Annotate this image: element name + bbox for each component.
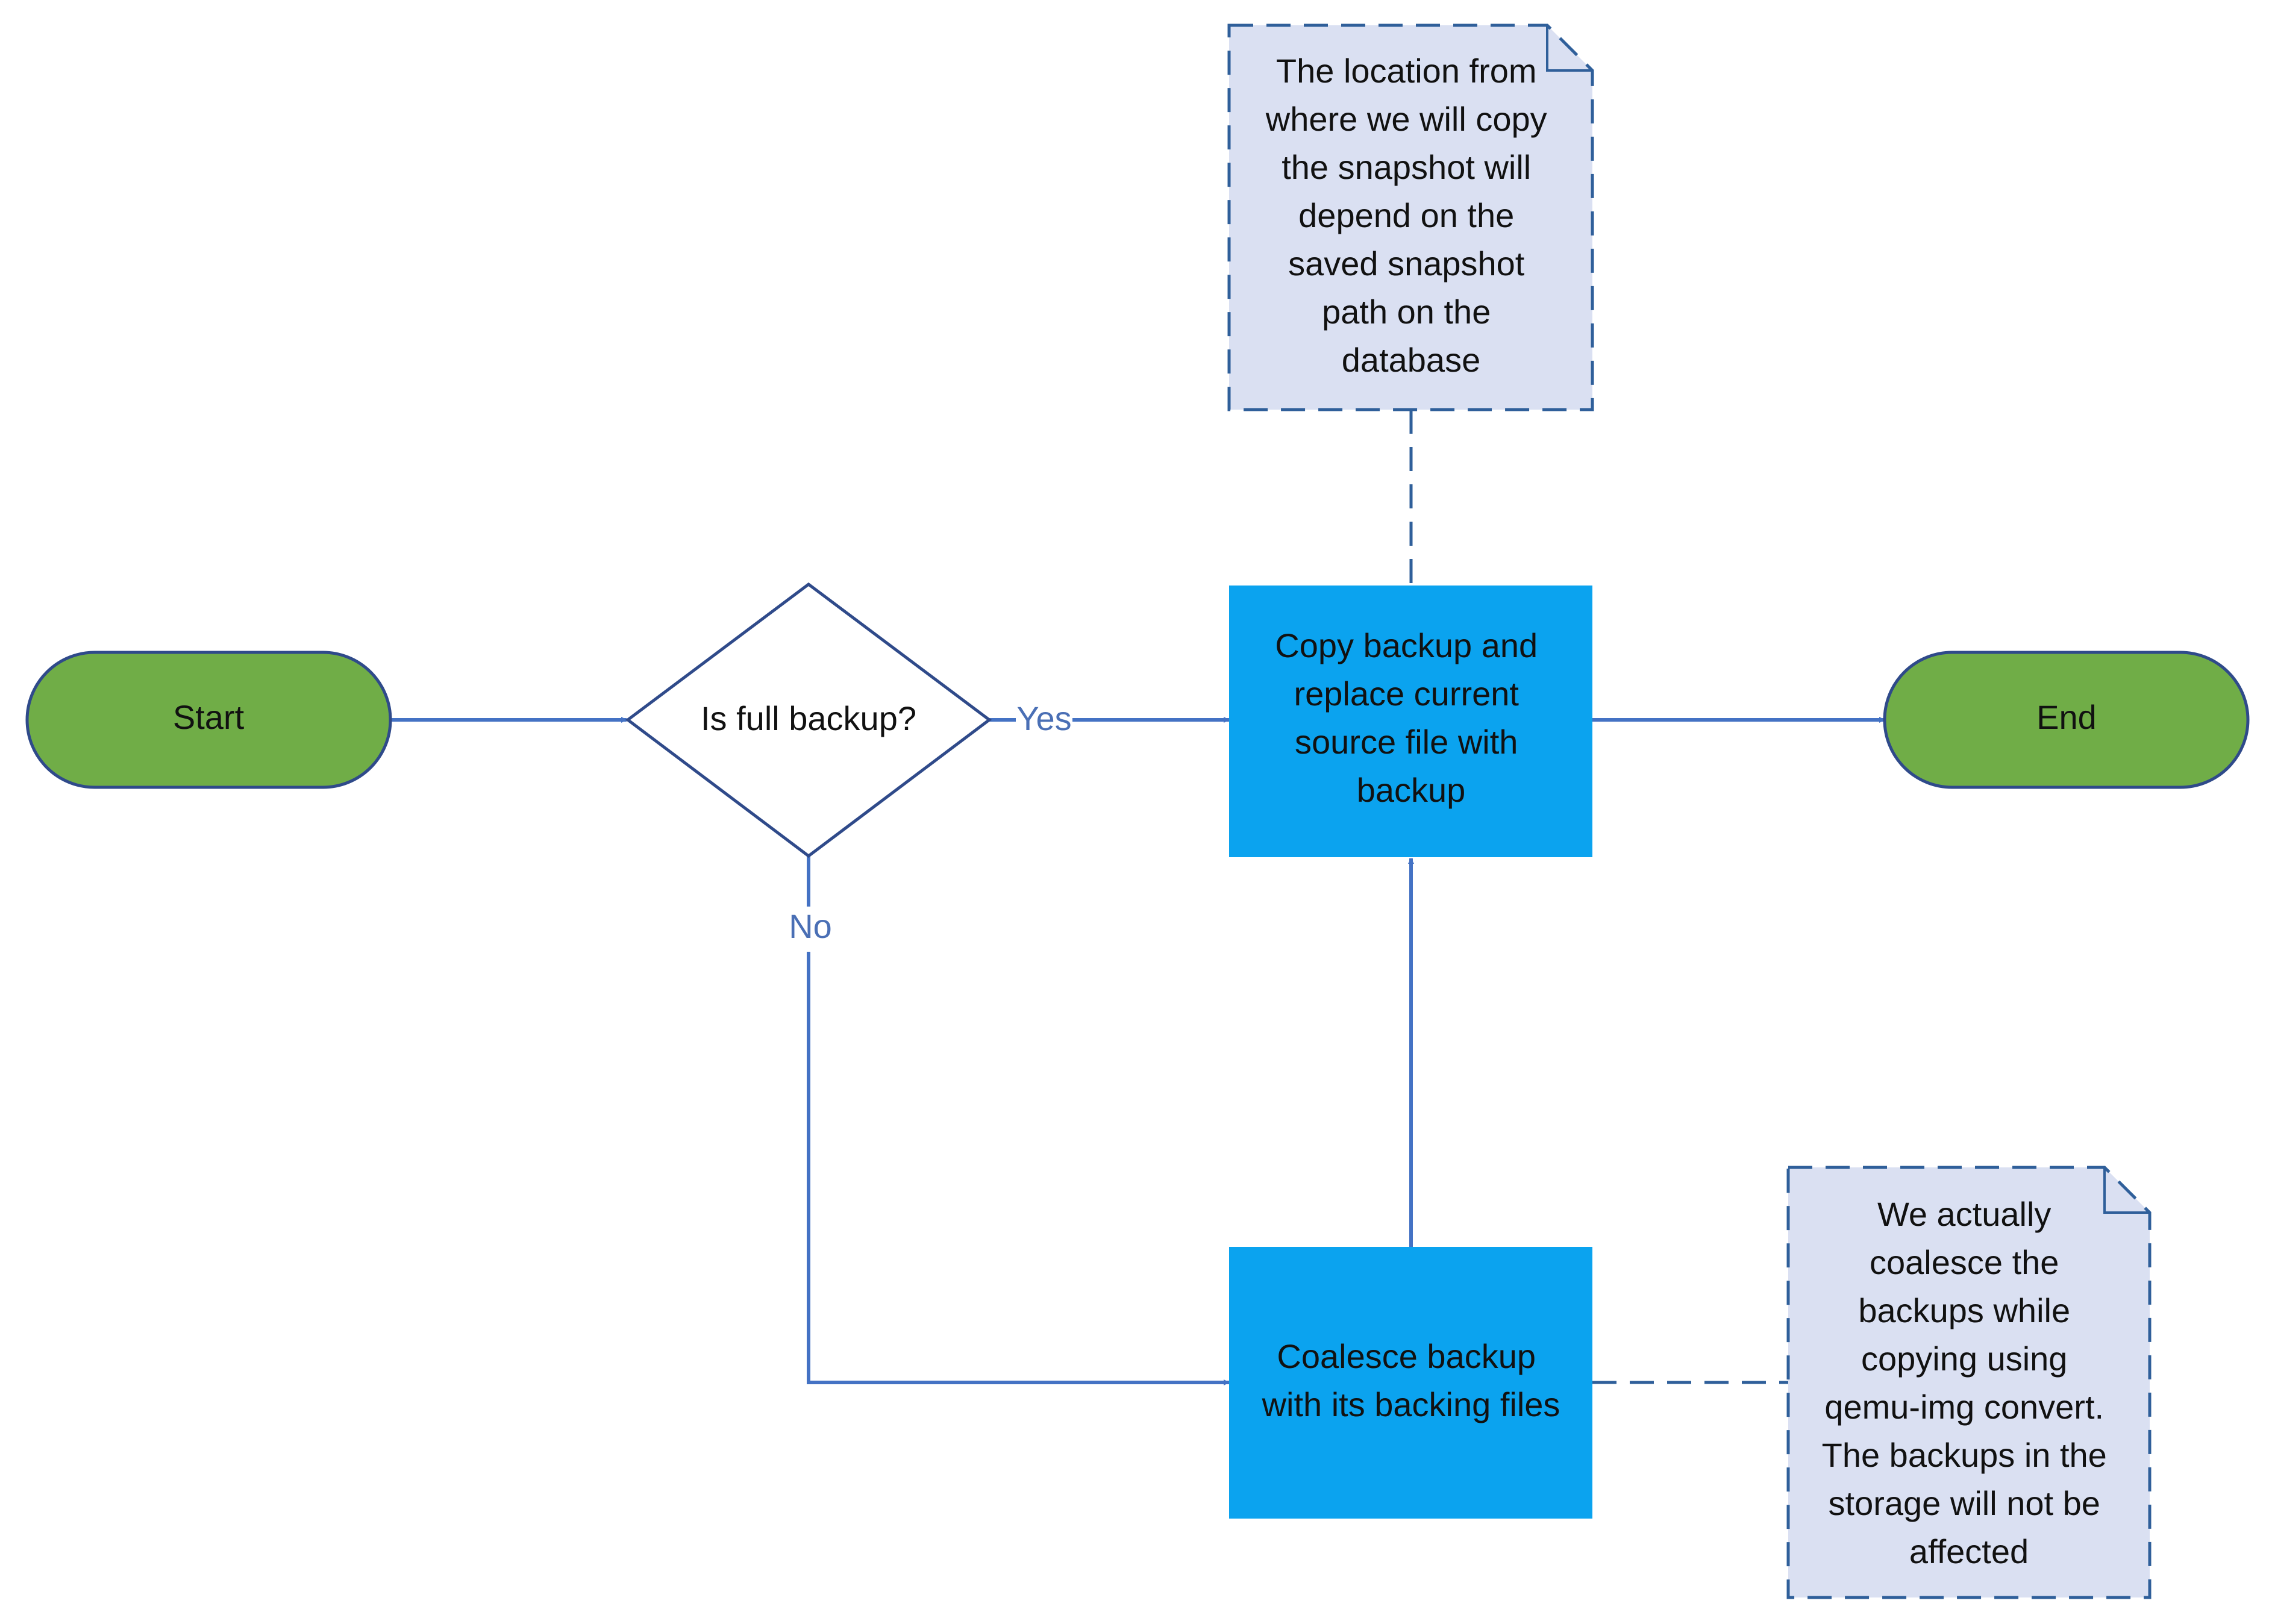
location-note-line-3: the snapshot will [1282, 148, 1531, 186]
decision-label: Is full backup? [701, 699, 916, 737]
coalesce-backup-process: Coalesce backup with its backing files [1229, 1247, 1592, 1519]
annotation-links [1409, 410, 1788, 1384]
location-note-line-5: saved snapshot [1288, 245, 1525, 283]
coalesce-note-line-4: copying using [1861, 1340, 2067, 1378]
edge-decision-no-to-coalesce [807, 952, 1230, 1385]
decision-node: Is full backup? [625, 582, 992, 858]
coalesce-note-line-1: We actually [1877, 1195, 2051, 1233]
copy-backup-line-1: Copy backup and [1275, 626, 1538, 664]
copy-backup-line-4: backup [1357, 771, 1466, 809]
location-note-line-4: depend on the [1298, 196, 1514, 234]
coalesce-note-text: We actually coalesce the backups while c… [1822, 1195, 2117, 1570]
coalesce-note: We actually coalesce the backups while c… [1786, 1166, 2152, 1599]
coalesce-note-line-8: affected [1909, 1532, 2029, 1570]
end-terminal: End [1883, 651, 2250, 789]
no-edge-label: No [789, 907, 832, 945]
coalesce-note-line-2: coalesce the [1870, 1243, 2059, 1281]
start-label: Start [173, 698, 245, 736]
coalesce-backup-line-2: with its backing files [1262, 1385, 1560, 1423]
yes-edge-label: Yes [1016, 699, 1071, 737]
location-note: The location from where we will copy the… [1227, 23, 1594, 411]
copy-backup-text: Copy backup and replace current source f… [1275, 626, 1547, 809]
coalesce-note-line-3: backups while [1858, 1291, 2070, 1329]
connectors [390, 717, 1885, 1385]
location-note-text: The location from where we will copy the… [1265, 52, 1556, 379]
copy-backup-process: Copy backup and replace current source f… [1229, 586, 1592, 857]
coalesce-note-line-7: storage will not be [1829, 1484, 2100, 1522]
start-terminal: Start [25, 651, 392, 789]
coalesce-backup-line-1: Coalesce backup [1277, 1337, 1536, 1375]
location-note-line-6: path on the [1322, 293, 1491, 331]
end-label: End [2036, 698, 2097, 736]
location-note-line-7: database [1342, 341, 1480, 379]
location-note-line-1: The location from [1276, 52, 1537, 90]
copy-backup-line-2: replace current [1294, 675, 1519, 713]
coalesce-note-line-5: qemu-img convert. [1824, 1388, 2104, 1426]
coalesce-backup-text: Coalesce backup with its backing files [1262, 1337, 1560, 1423]
coalesce-note-line-6: The backups in the [1822, 1436, 2107, 1474]
location-note-line-2: where we will copy [1265, 100, 1547, 138]
copy-backup-line-3: source file with [1295, 723, 1518, 761]
